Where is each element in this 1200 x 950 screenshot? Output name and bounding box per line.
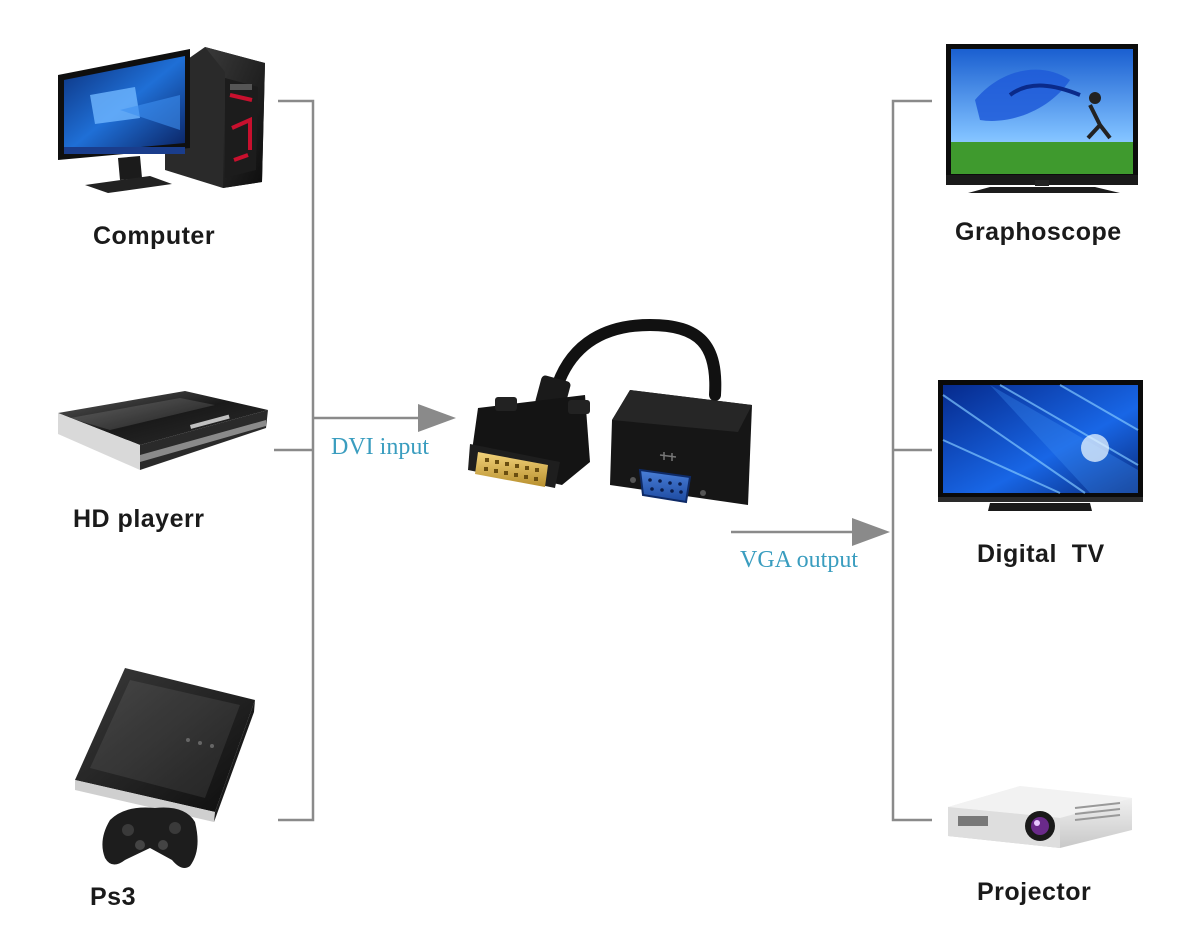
output-bracket — [731, 99, 932, 822]
hd-player-label: HD playerr — [73, 505, 204, 533]
projector-icon — [948, 786, 1132, 848]
vga-output-label: VGA output — [740, 547, 858, 573]
digital-tv-icon — [938, 380, 1143, 511]
vga-arrow-icon — [852, 518, 890, 546]
computer-label: Computer — [93, 222, 215, 250]
ps3-icon — [75, 668, 255, 868]
dvi-input-label: DVI input — [331, 434, 429, 460]
hd-player-icon — [58, 391, 268, 470]
digital-tv-label: Digital TV — [977, 540, 1105, 568]
ps3-label: Ps3 — [90, 883, 136, 911]
computer-icon — [58, 47, 265, 193]
dvi-arrow-icon — [418, 404, 456, 432]
dvi-vga-adapter-icon — [468, 318, 752, 505]
input-bracket — [274, 99, 456, 822]
graphoscope-icon — [946, 44, 1138, 193]
graphoscope-label: Graphoscope — [955, 218, 1122, 246]
projector-label: Projector — [977, 878, 1091, 906]
